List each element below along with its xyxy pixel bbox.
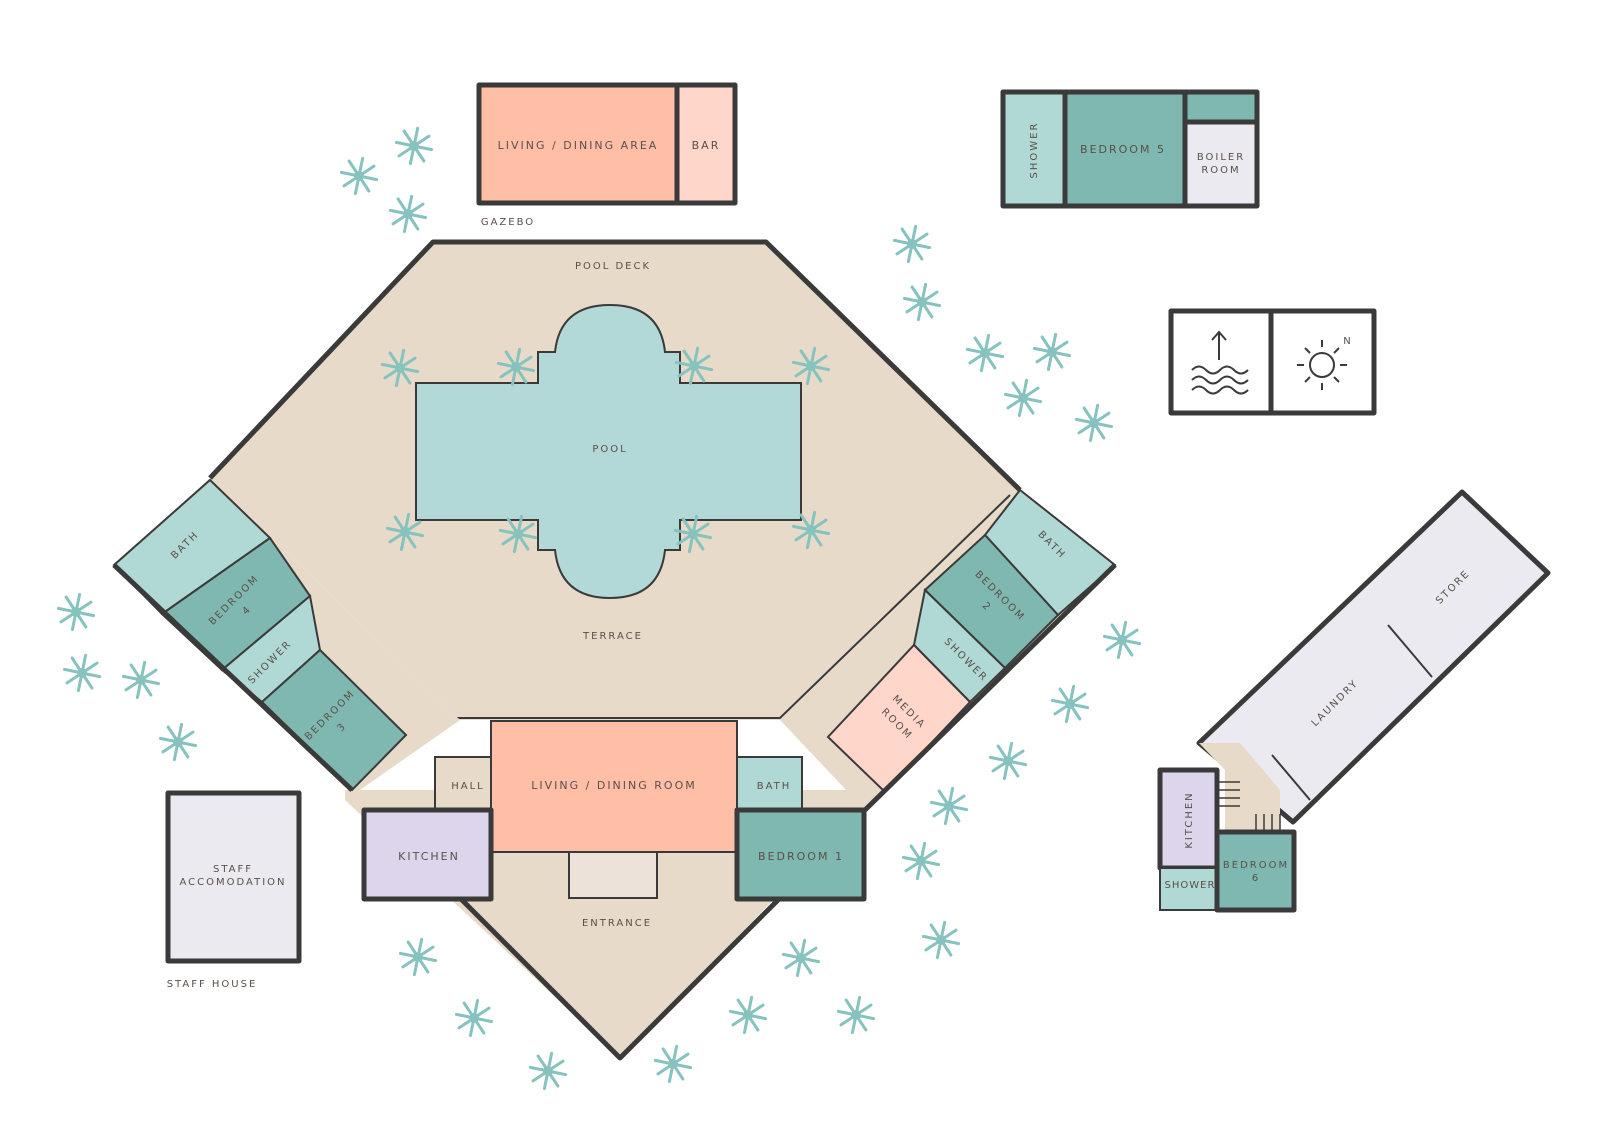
plant-icon xyxy=(902,282,942,322)
plant-icon xyxy=(380,348,420,388)
plant-icon xyxy=(339,156,379,196)
staff-house-label: STAFF HOUSE xyxy=(167,979,258,990)
legend-box: N xyxy=(1168,308,1377,416)
annex-corner xyxy=(1182,89,1260,125)
plant-icon xyxy=(528,1051,568,1091)
plant-icon xyxy=(892,224,932,264)
living-dining-room-label: LIVING / DINING ROOM xyxy=(531,779,696,792)
bedroom6-label-1: BEDROOM xyxy=(1223,860,1289,871)
plant-icon xyxy=(1074,403,1114,443)
bedroom6-label-2: 6 xyxy=(1252,873,1260,884)
staff-label-1: STAFF xyxy=(213,864,253,875)
plant-icon xyxy=(781,938,821,978)
plant-icon xyxy=(62,653,102,693)
pool-deck-label: POOL DECK xyxy=(575,261,651,272)
hall-label: HALL xyxy=(451,781,485,792)
kitchen-small xyxy=(1157,767,1220,871)
pool-deck-wall xyxy=(208,239,1022,492)
laundry-store-divider xyxy=(1387,624,1433,678)
plant-icon xyxy=(1102,620,1142,660)
plant-icon xyxy=(791,346,831,386)
entrance-porch xyxy=(568,851,658,899)
plant-icon xyxy=(1050,684,1090,724)
bedroom5-label: BEDROOM 5 xyxy=(1080,143,1166,156)
kitchen-main-label: KITCHEN xyxy=(398,850,460,863)
sea-direction-icon xyxy=(1191,330,1249,395)
pool-label: POOL xyxy=(592,444,627,455)
pool xyxy=(415,303,802,600)
plant-icon xyxy=(394,126,434,166)
plant-icon xyxy=(498,514,538,554)
plant-icon xyxy=(653,1044,693,1084)
shower-small xyxy=(1159,867,1218,911)
entrance-wall xyxy=(458,896,782,1061)
plant-icon xyxy=(728,995,768,1035)
gazebo-bar xyxy=(674,82,738,206)
plant-icon xyxy=(673,514,713,554)
kitchen-small-label: KITCHEN xyxy=(1184,791,1195,848)
gazebo-label: GAZEBO xyxy=(481,217,535,228)
entrance-label: ENTRANCE xyxy=(582,918,652,929)
laundry-inner-line xyxy=(1271,754,1311,801)
living-dining-room xyxy=(490,720,738,853)
plant-icon xyxy=(496,347,536,387)
compass-north-label: N xyxy=(1343,336,1350,347)
gazebo-living-label: LIVING / DINING AREA xyxy=(498,139,659,152)
plant-icon xyxy=(921,920,961,960)
bath-main xyxy=(736,756,803,810)
plant-icon xyxy=(1032,332,1072,372)
bath-main-label: BATH xyxy=(757,781,792,792)
bedroom-5 xyxy=(1062,89,1188,209)
bedroom-6 xyxy=(1214,829,1297,913)
plant-icon xyxy=(965,333,1005,373)
shower-small-label: SHOWER xyxy=(1165,880,1216,891)
stairs xyxy=(1218,781,1281,830)
plant-icon xyxy=(56,592,96,632)
right-wing-wall xyxy=(863,563,1117,812)
plant-icon xyxy=(1003,378,1043,418)
staff-accomodation xyxy=(165,790,302,964)
plant-icon xyxy=(901,841,941,881)
boiler-label-2: ROOM xyxy=(1201,165,1240,176)
boiler-label-1: BOILER xyxy=(1197,152,1245,163)
terrace-label: TERRACE xyxy=(582,631,643,642)
plant-icon xyxy=(836,995,876,1035)
boiler-room xyxy=(1182,119,1260,209)
left-wing xyxy=(112,478,408,792)
kitchen-main xyxy=(361,807,494,902)
plant-icon xyxy=(929,786,969,826)
stair-landing xyxy=(1199,743,1280,830)
plant-icon xyxy=(398,937,438,977)
bedroom-1 xyxy=(734,807,867,902)
shower-top-label: SHOWER xyxy=(1029,122,1040,179)
staff-label-2: ACCOMODATION xyxy=(180,877,287,888)
right-wing xyxy=(826,488,1117,812)
plants xyxy=(56,126,1142,1091)
plant-icon xyxy=(988,741,1028,781)
plant-icon xyxy=(388,194,428,234)
shower-top xyxy=(1000,89,1068,209)
bedroom1-label: BEDROOM 1 xyxy=(758,850,844,863)
plant-icon xyxy=(121,660,161,700)
left-wing-wall xyxy=(112,563,354,792)
plant-icon xyxy=(158,722,198,762)
plant-icon xyxy=(385,512,425,552)
sun-compass-icon xyxy=(1297,340,1347,390)
plant-icon xyxy=(791,510,831,550)
plant-icon xyxy=(674,346,714,386)
gazebo-bar-label: BAR xyxy=(692,139,721,152)
plant-icon xyxy=(454,998,494,1038)
